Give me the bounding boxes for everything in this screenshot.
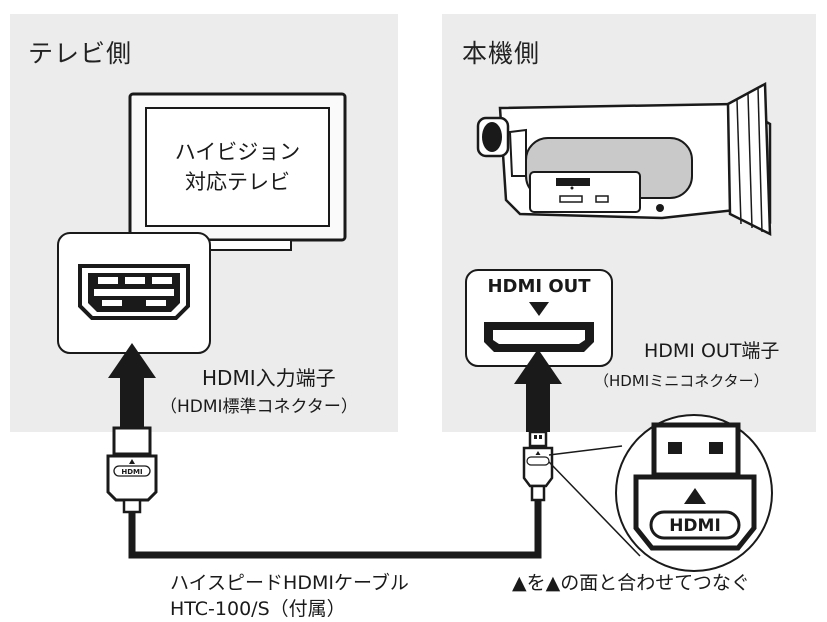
orientation-instruction: ▲を▲の面と合わせてつなぐ — [512, 572, 750, 594]
plug-logo-text: HDMI — [121, 468, 142, 476]
tv-connect-arrow — [108, 343, 156, 428]
tv-screen-text-line1: ハイビジョン — [174, 140, 301, 164]
hdmi-mini-connector-label: （HDMIミニコネクター） — [594, 372, 769, 390]
hdmi-out-terminal-label: HDMI OUT端子 — [644, 340, 780, 362]
hdmi-mini-plug — [522, 430, 554, 502]
camcorder-illustration — [476, 81, 772, 237]
tv-side-heading: テレビ側 — [28, 39, 133, 68]
tv-illustration — [128, 92, 347, 251]
cable-name-label: ハイスピードHDMIケーブル — [170, 572, 409, 594]
hdmi-out-port-label: HDMI OUT — [487, 276, 591, 297]
magnified-plug-logo: HDMI — [669, 516, 721, 536]
cable-model-label: HTC-100/S（付属） — [170, 598, 346, 620]
hdmi-cable — [128, 500, 542, 559]
hdmi-standard-plug: HDMI — [106, 426, 158, 514]
hdmi-standard-connector-label: （HDMI標準コネクター） — [160, 397, 358, 417]
tv-screen-text-line2: 対応テレビ — [185, 170, 290, 194]
hdmi-standard-port — [57, 232, 211, 354]
plug-magnifier-callout: HDMI — [548, 414, 773, 572]
camera-side-heading: 本機側 — [462, 39, 541, 68]
camera-connect-arrow — [514, 349, 562, 432]
hdmi-input-terminal-label: HDMI入力端子 — [202, 366, 336, 390]
hdmi-mini-port — [465, 269, 613, 367]
